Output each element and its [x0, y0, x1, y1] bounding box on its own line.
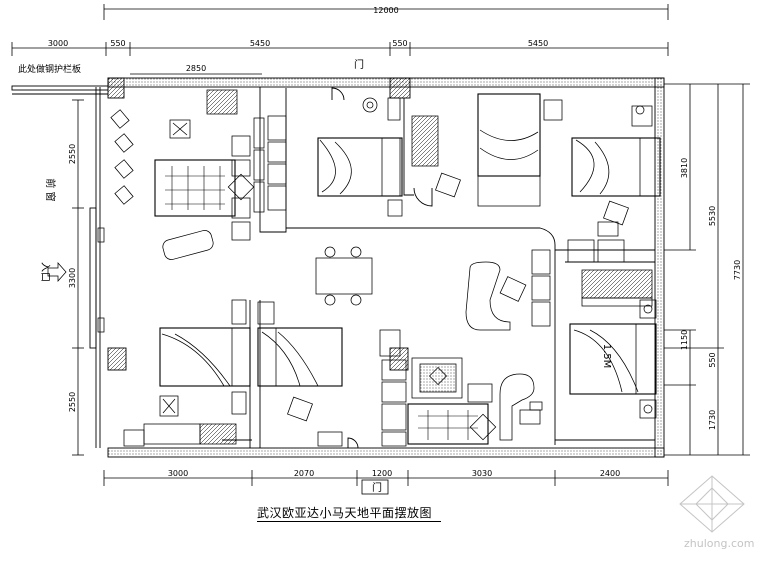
- furniture-group: [47, 89, 661, 447]
- right-dim-4: 1150: [680, 330, 689, 350]
- bottom-dim-1: 3000: [168, 469, 188, 478]
- top-bed-2: [477, 93, 563, 207]
- entry-arrow-icon: [47, 262, 67, 282]
- right-dim-5: 550: [708, 352, 717, 367]
- top-wardrobe: [411, 115, 461, 198]
- top-dimension-group: [11, 4, 669, 75]
- top-dim-2: 550: [110, 39, 125, 48]
- left-dim-3: 2550: [68, 392, 77, 412]
- bottom-right-bed: [569, 299, 657, 419]
- top-right-bed: [571, 105, 661, 237]
- top-bed-1: [317, 97, 403, 217]
- bottom-left-bed: [123, 299, 251, 447]
- bottom-cabinets: [379, 329, 407, 447]
- bottom-dim-3: 1200: [372, 469, 392, 478]
- bed-size-label: 1.5M: [601, 344, 612, 369]
- top-dim-4: 550: [392, 39, 407, 48]
- bottom-lounge: [407, 357, 543, 445]
- right-dim-1: 3810: [680, 158, 689, 178]
- watermark-text: zhulong.com: [684, 537, 755, 550]
- wall-cabinets: [253, 115, 287, 213]
- bottom-dim-2: 2070: [294, 469, 314, 478]
- top-dim-5: 5450: [528, 39, 548, 48]
- outer-walls: [11, 77, 665, 458]
- front-window-label: 前 窗: [44, 178, 57, 201]
- guard-rail-note: 此处做钢护栏板: [18, 63, 81, 75]
- dining-table: [315, 246, 373, 306]
- window-seats: [97, 109, 134, 333]
- right-dim-6: 1730: [708, 410, 717, 430]
- bottom-middle-bed: [257, 301, 343, 447]
- left-dim-1: 2550: [68, 144, 77, 164]
- right-dim-3: 7730: [733, 260, 742, 280]
- title-underline: [257, 521, 441, 522]
- reception-desk: [465, 239, 653, 331]
- bottom-dim-4: 3030: [472, 469, 492, 478]
- bottom-dim-5: 2400: [600, 469, 620, 478]
- drawing-title: 武汉欧亚达小马天地平面摆放图: [257, 506, 433, 520]
- watermark-logo: [679, 475, 745, 533]
- entry-label: 入口: [39, 262, 50, 282]
- overall-width-label: 12000: [373, 6, 398, 15]
- top-door-label: 门: [354, 58, 364, 71]
- living-area-upper-left: [154, 89, 255, 260]
- left-dim-2: 3300: [68, 268, 77, 288]
- right-dimension-group: [664, 83, 750, 456]
- top-dim-1: 3000: [48, 39, 68, 48]
- top-dim-3: 5450: [250, 39, 270, 48]
- left-dimension-group: [72, 99, 84, 456]
- bottom-dimension-group: [103, 470, 669, 495]
- right-dim-2: 5530: [708, 206, 717, 226]
- inner-dim: 2850: [186, 64, 206, 73]
- bottom-door-label: 门: [372, 481, 382, 494]
